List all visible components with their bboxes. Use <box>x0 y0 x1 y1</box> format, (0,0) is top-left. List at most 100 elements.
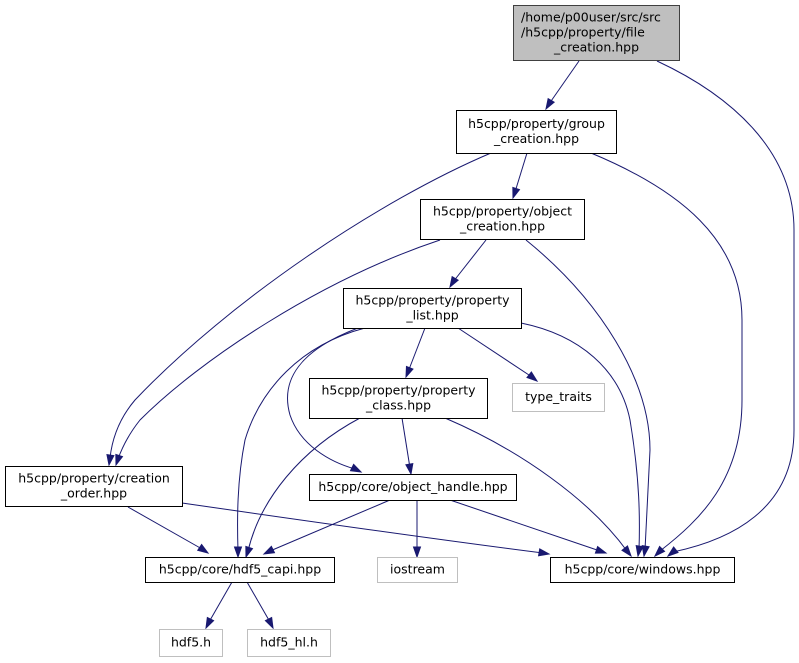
node-file-creation: /home/p00user/src/src/h5cpp/property/fil… <box>513 5 680 61</box>
edge-line <box>548 60 580 105</box>
edge-creation-order-to-windows <box>181 502 551 557</box>
node-box <box>309 474 517 501</box>
node-label-line: _creation.hpp <box>493 131 579 146</box>
arrowhead-icon <box>666 546 679 557</box>
edge-line <box>407 327 426 373</box>
edge-line <box>457 327 533 378</box>
edge-property-list-to-object-handle <box>287 327 363 473</box>
arrowhead-icon <box>115 453 124 467</box>
edge-line <box>117 239 441 460</box>
node-hdf5-capi[interactable]: h5cpp/core/hdf5_capi.hpp <box>145 557 335 583</box>
edge-property-class-to-hdf5-capi <box>245 417 361 559</box>
edge-line <box>444 417 628 552</box>
arrowhead-icon <box>262 545 276 555</box>
node-box <box>309 378 488 419</box>
node-label-line: h5cpp/core/hdf5_capi.hpp <box>159 562 321 577</box>
node-box <box>513 5 680 61</box>
node-box <box>377 557 458 583</box>
edge-line <box>247 417 361 552</box>
edge-property-list-to-type-traits <box>457 327 539 382</box>
arrowhead-icon <box>537 548 551 557</box>
node-box <box>159 629 223 657</box>
arrowhead-icon <box>449 275 460 289</box>
edge-line <box>246 581 271 623</box>
node-box <box>247 629 331 657</box>
node-object-creation[interactable]: h5cpp/property/object_creation.hpp <box>420 199 585 240</box>
node-label-line: _creation.hpp <box>553 40 639 55</box>
edge-property-class-to-windows <box>444 417 632 558</box>
node-object-handle[interactable]: h5cpp/core/object_handle.hpp <box>309 474 517 501</box>
arrowhead-icon <box>621 545 632 558</box>
edge-line <box>287 327 359 470</box>
node-label-line: _order.hpp <box>60 486 127 501</box>
node-type-traits: type_traits <box>512 383 605 412</box>
node-box <box>456 110 617 154</box>
node-label-line: hdf5.h <box>171 635 211 650</box>
arrowhead-icon <box>545 97 556 111</box>
node-label-line: /h5cpp/property/file <box>521 25 645 40</box>
arrowhead-icon <box>405 462 414 476</box>
edge-hdf5-capi-to-hdf5-h <box>205 581 233 630</box>
node-property-class[interactable]: h5cpp/property/property_class.hpp <box>309 378 488 419</box>
arrowhead-icon <box>635 544 644 558</box>
node-box <box>145 557 335 583</box>
edge-property-class-to-object-handle <box>401 417 414 476</box>
arrowhead-icon <box>196 543 210 554</box>
node-group-creation[interactable]: h5cpp/property/group_creation.hpp <box>456 110 617 154</box>
arrowhead-icon <box>205 616 215 630</box>
edge-hdf5-capi-to-hdf5-hl-h <box>246 581 274 630</box>
edge-object-handle-to-iostream <box>412 500 422 559</box>
edge-line <box>452 239 487 283</box>
edge-property-list-to-property-class <box>405 327 426 379</box>
edge-line <box>181 502 544 554</box>
edge-line <box>208 581 233 623</box>
node-box <box>550 557 735 583</box>
edge-property-list-to-hdf5-capi <box>233 327 366 559</box>
edge-line <box>520 322 640 551</box>
node-label-line: h5cpp/property/property <box>321 383 476 398</box>
node-windows[interactable]: h5cpp/core/windows.hpp <box>550 557 735 583</box>
arrowhead-icon <box>653 545 666 558</box>
edge-group-creation-to-object-creation <box>512 152 528 200</box>
edge-line <box>449 499 601 552</box>
node-creation-order[interactable]: h5cpp/property/creation_order.hpp <box>5 466 183 507</box>
arrowhead-icon <box>349 463 363 473</box>
node-label-line: h5cpp/property/creation <box>18 471 170 486</box>
arrowhead-icon <box>594 545 608 554</box>
edge-line <box>109 152 492 459</box>
node-label-line: _creation.hpp <box>459 219 545 234</box>
node-box <box>5 466 183 507</box>
edge-line <box>401 417 411 469</box>
node-label-line: h5cpp/core/object_handle.hpp <box>318 479 507 494</box>
arrowhead-icon <box>264 616 274 630</box>
edge-object-creation-to-property-list <box>449 239 487 289</box>
edge-line <box>127 506 203 550</box>
node-property-list[interactable]: h5cpp/property/property_list.hpp <box>343 288 522 329</box>
edge-line <box>656 60 795 553</box>
arrowhead-icon <box>512 186 521 200</box>
node-box <box>343 288 522 329</box>
edge-line <box>514 152 528 193</box>
node-label-line: hdf5_hl.h <box>260 635 318 650</box>
node-label-line: _class.hpp <box>365 398 431 413</box>
node-label-line: type_traits <box>525 389 592 404</box>
arrowhead-icon <box>233 546 243 559</box>
arrowhead-icon <box>641 544 650 558</box>
edge-creation-order-to-hdf5-capi <box>127 506 210 554</box>
node-label-line: h5cpp/core/windows.hpp <box>565 562 721 577</box>
arrowhead-icon <box>412 546 422 559</box>
edge-line <box>525 239 651 551</box>
arrowhead-icon <box>405 365 414 379</box>
node-label-line: /home/p00user/src/src <box>521 10 661 25</box>
node-label-line: h5cpp/property/object <box>433 204 572 219</box>
edge-file-creation-to-group-creation <box>545 60 580 111</box>
edge-object-handle-to-hdf5-capi <box>262 499 391 555</box>
edge-group-creation-to-creation-order <box>106 152 492 467</box>
edge-object-handle-to-windows <box>449 499 608 554</box>
edge-object-creation-to-creation-order <box>115 239 441 467</box>
edge-line <box>237 327 366 552</box>
edge-line <box>590 152 743 552</box>
node-box <box>420 199 585 240</box>
edge-object-creation-to-windows <box>525 239 651 558</box>
